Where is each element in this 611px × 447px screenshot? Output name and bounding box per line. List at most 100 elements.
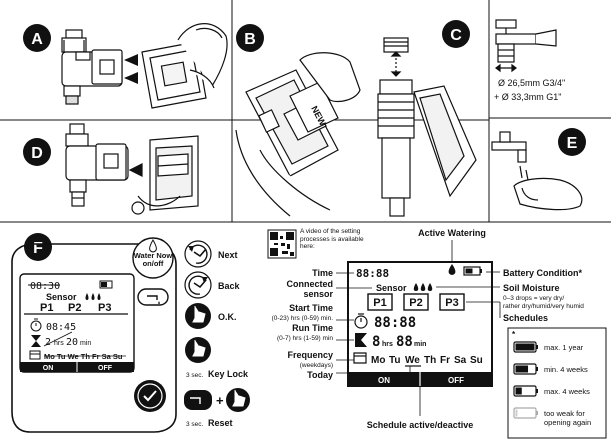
panel-f: F 08:30 Sensor P1 P2 P3 08:45 (11, 228, 607, 439)
water-now-label: Water Now on/off (133, 252, 173, 268)
nav-key-lock: 3 sec. Key Lock (185, 337, 249, 379)
key-lock-label: Key Lock (208, 369, 249, 379)
nav-ok: O.K. (185, 303, 237, 329)
battery-legend-tip (536, 411, 538, 415)
panel-d: D (23, 123, 199, 215)
display-lcd: 88:88 Sensor P1 P2 (347, 261, 493, 387)
label-today: Today (307, 370, 333, 380)
hourglass-icon (31, 335, 41, 347)
panel-b: B NEW (235, 24, 361, 217)
battery-compartment-illustration (235, 52, 361, 217)
nav-back: Back (184, 271, 241, 299)
display-right-labels: Battery Condition* Soil Moisture 0–3 dro… (503, 268, 584, 323)
panel-a-letter: A (31, 31, 43, 48)
panel-d-letter: D (31, 145, 43, 162)
insert-arrows (124, 54, 138, 84)
label-connected: Connected (286, 279, 333, 289)
small-lcd-time: 08:30 (30, 281, 60, 292)
battery-legend-tip (536, 389, 538, 393)
label-soil-desc1: 0–3 drops = very dry/ (503, 295, 564, 302)
faucet-hand-illustration (491, 131, 583, 211)
small-lcd-on: ON (43, 365, 54, 372)
label-start-time: Start Time (289, 303, 333, 313)
small-lcd-days: Mo Tu We Th Fr Sa Su (44, 352, 123, 361)
reset-plus: + (216, 393, 224, 408)
label-battery: Battery Condition* (503, 268, 582, 278)
small-lcd-min: min (80, 340, 91, 347)
day-we: We (405, 355, 420, 366)
display-p2: P2 (403, 293, 429, 311)
battery-legend-tip (536, 345, 538, 349)
day-mo: Mo (371, 355, 385, 366)
label-sensor: sensor (303, 289, 333, 299)
device-outline (11, 243, 177, 433)
display-off: OFF (448, 376, 464, 385)
label-start-range: (0-23) hrs (0-59) min. (272, 315, 334, 322)
small-lcd-hrs: hrs (54, 340, 64, 347)
panel-a-badge (23, 24, 51, 52)
qr-code (267, 229, 297, 259)
water-now-callout: Water Now on/off (132, 237, 174, 279)
stopwatch-icon (30, 318, 42, 332)
panel-a: A (23, 23, 228, 109)
label-soil-desc2: rather dry/humid/very humid (503, 303, 584, 310)
day-tu: Tu (389, 355, 400, 366)
small-lcd-run-min: 20 (66, 337, 78, 348)
small-lcd-run-hours: 2 (45, 337, 51, 348)
svg-text:P2: P2 (409, 297, 422, 309)
device-lcd: 08:30 Sensor P1 P2 P3 08:45 2 hrs 20 (19, 273, 135, 373)
label-schedule-toggle: Schedule active/deactive (367, 420, 474, 430)
mounted-timer-illustration (65, 123, 199, 215)
battery-legend-fill (515, 409, 518, 417)
day-th: Th (424, 355, 436, 366)
battery-legend-item: min. 4 weeks (513, 363, 588, 375)
battery-legend-item: max. 4 weeks (513, 385, 590, 397)
control-unit-illustration (141, 23, 228, 109)
small-lcd-p1: P1 (40, 302, 53, 314)
display-drops (413, 283, 433, 291)
display-hrs: hrs (382, 341, 393, 348)
ok-device-button[interactable] (134, 380, 166, 412)
label-active-watering: Active Watering (418, 228, 486, 238)
thread-size-2: + Ø 33,3mm G1" (494, 92, 561, 102)
svg-text:P1: P1 (373, 297, 386, 309)
small-lcd-drops (85, 293, 101, 300)
small-lcd-p2: P2 (68, 302, 81, 314)
battery-legend-text: min. 4 weeks (544, 365, 588, 374)
label-frequency: Frequency (287, 350, 333, 360)
battery-legend-text-2: opening again (544, 418, 591, 427)
thread-adapter-illustration (377, 37, 477, 217)
panel-c: C (377, 19, 565, 217)
battery-legend-fill (515, 365, 529, 373)
label-run-range: (0-7) hrs (1-59) min (277, 335, 333, 342)
panel-c-letter: C (450, 27, 462, 44)
next-label: Next (218, 250, 238, 260)
label-weekdays: (weekdays) (300, 362, 333, 369)
calendar-icon (29, 350, 41, 360)
water-now-device-button[interactable] (137, 288, 169, 306)
day-sa: Sa (454, 355, 467, 366)
small-lcd-off: OFF (98, 365, 113, 372)
display-sensor: Sensor (376, 283, 407, 293)
thread-size-1: Ø 26,5mm G3/4" (498, 78, 565, 88)
label-time: Time (312, 268, 333, 278)
display-run-hours: 8 (372, 334, 380, 350)
back-label: Back (218, 281, 241, 291)
panel-e-letter: E (567, 135, 578, 152)
display-min: min (414, 341, 426, 348)
small-lcd-p3: P3 (98, 302, 111, 314)
small-lcd-start: 08:45 (46, 322, 76, 333)
nav-next: Next (184, 240, 238, 268)
panel-f-letter: F (33, 240, 43, 257)
display-left-labels: Time Connected sensor Start Time (0-23) … (272, 268, 334, 380)
reset-prefix: 3 sec. (186, 421, 204, 428)
battery-legend-fill (515, 343, 535, 351)
key-lock-prefix: 3 sec. (186, 372, 204, 379)
svg-text:P3: P3 (445, 297, 458, 309)
display-p1: P1 (367, 293, 393, 311)
panel-e: E (491, 128, 586, 211)
battery-legend-text: max. 4 weeks (544, 387, 590, 396)
battery-legend-text: too weak for (544, 409, 585, 418)
